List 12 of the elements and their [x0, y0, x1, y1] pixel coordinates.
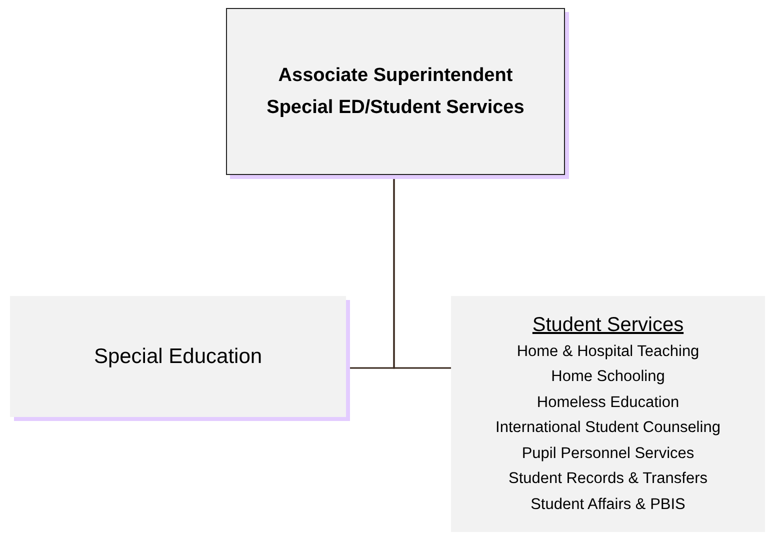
- list-item-text: International Student Counseling: [496, 418, 720, 438]
- list-item-text: Student Records & Transfers: [508, 469, 708, 490]
- list-item-text: Student Affairs & PBIS: [530, 494, 686, 515]
- box-title: Special Education: [94, 344, 262, 370]
- org-box: [10, 296, 346, 417]
- list-item-text: Home Schooling: [551, 367, 665, 388]
- box-title: Associate Superintendent Special ED/Student Services: [266, 64, 526, 120]
- list-item-text: Pupil Personnel Services: [522, 444, 694, 464]
- list-item-text: Homeless Education: [536, 392, 680, 413]
- heading-text: Student Services: [532, 312, 684, 338]
- list-item-text: Home & Hospital Teaching: [516, 342, 700, 362]
- org-box: [451, 296, 765, 532]
